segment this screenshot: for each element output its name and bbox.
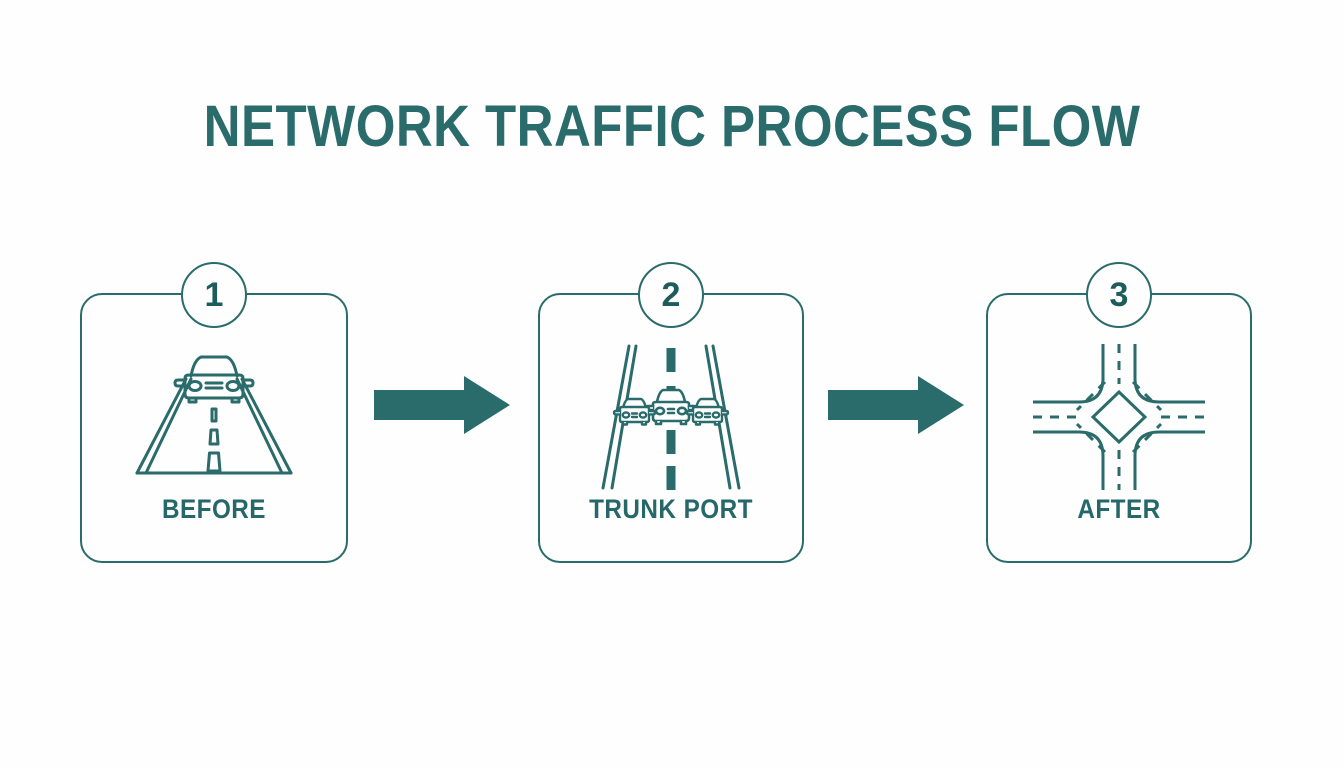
step-label-before: BEFORE	[162, 494, 266, 524]
process-flow: 1	[0, 260, 1344, 580]
right-arrow-icon	[374, 376, 510, 434]
road-with-three-cars-icon	[601, 344, 741, 490]
step-number-badge: 3	[1086, 262, 1152, 328]
step-icon-before	[82, 347, 346, 487]
step-icon-after	[988, 344, 1250, 490]
step-label-trunk-port: TRUNK PORT	[589, 494, 753, 524]
step-card-before[interactable]: 1	[80, 262, 348, 563]
step-icon-trunk-port	[540, 344, 802, 490]
right-arrow-icon	[828, 376, 964, 434]
step-number-badge: 1	[181, 262, 247, 328]
flow-arrow-2	[828, 376, 964, 434]
step-card-trunk-port[interactable]: 2	[538, 262, 804, 563]
flow-arrow-1	[374, 376, 510, 434]
page-title: NETWORK TRAFFIC PROCESS FLOW	[203, 94, 1141, 159]
road-with-car-icon	[135, 355, 293, 475]
four-way-intersection-icon	[1033, 344, 1205, 490]
step-card-after[interactable]: 3	[986, 262, 1252, 563]
step-number-badge: 2	[638, 262, 704, 328]
step-label-after: AFTER	[1077, 494, 1161, 524]
